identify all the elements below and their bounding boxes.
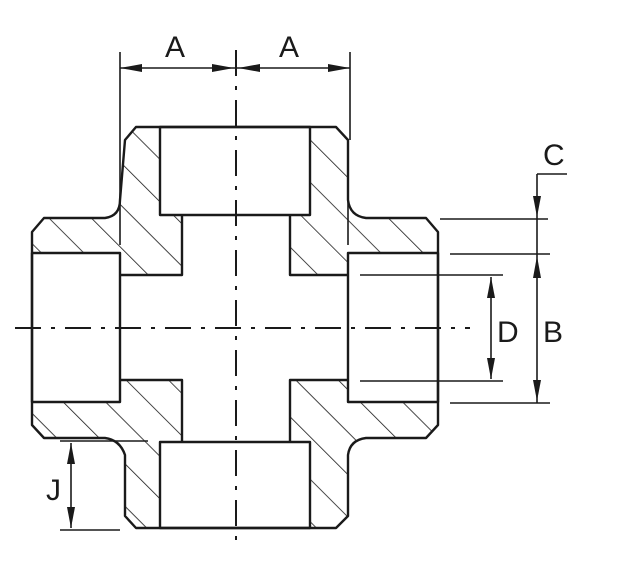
dimension-b-c: C B (440, 139, 567, 404)
label-a-left: A (165, 31, 185, 64)
outer-outline (30, 125, 440, 530)
label-d: D (497, 316, 519, 349)
dimension-d: D (360, 274, 519, 382)
label-j: J (46, 474, 61, 507)
bore-outline (120, 215, 348, 442)
label-c: C (543, 139, 565, 172)
hatched-walls (32, 127, 438, 528)
label-b: B (543, 316, 563, 349)
label-a-right: A (279, 31, 299, 64)
dimension-j: J (46, 440, 148, 531)
dimension-a: A A (119, 31, 351, 200)
